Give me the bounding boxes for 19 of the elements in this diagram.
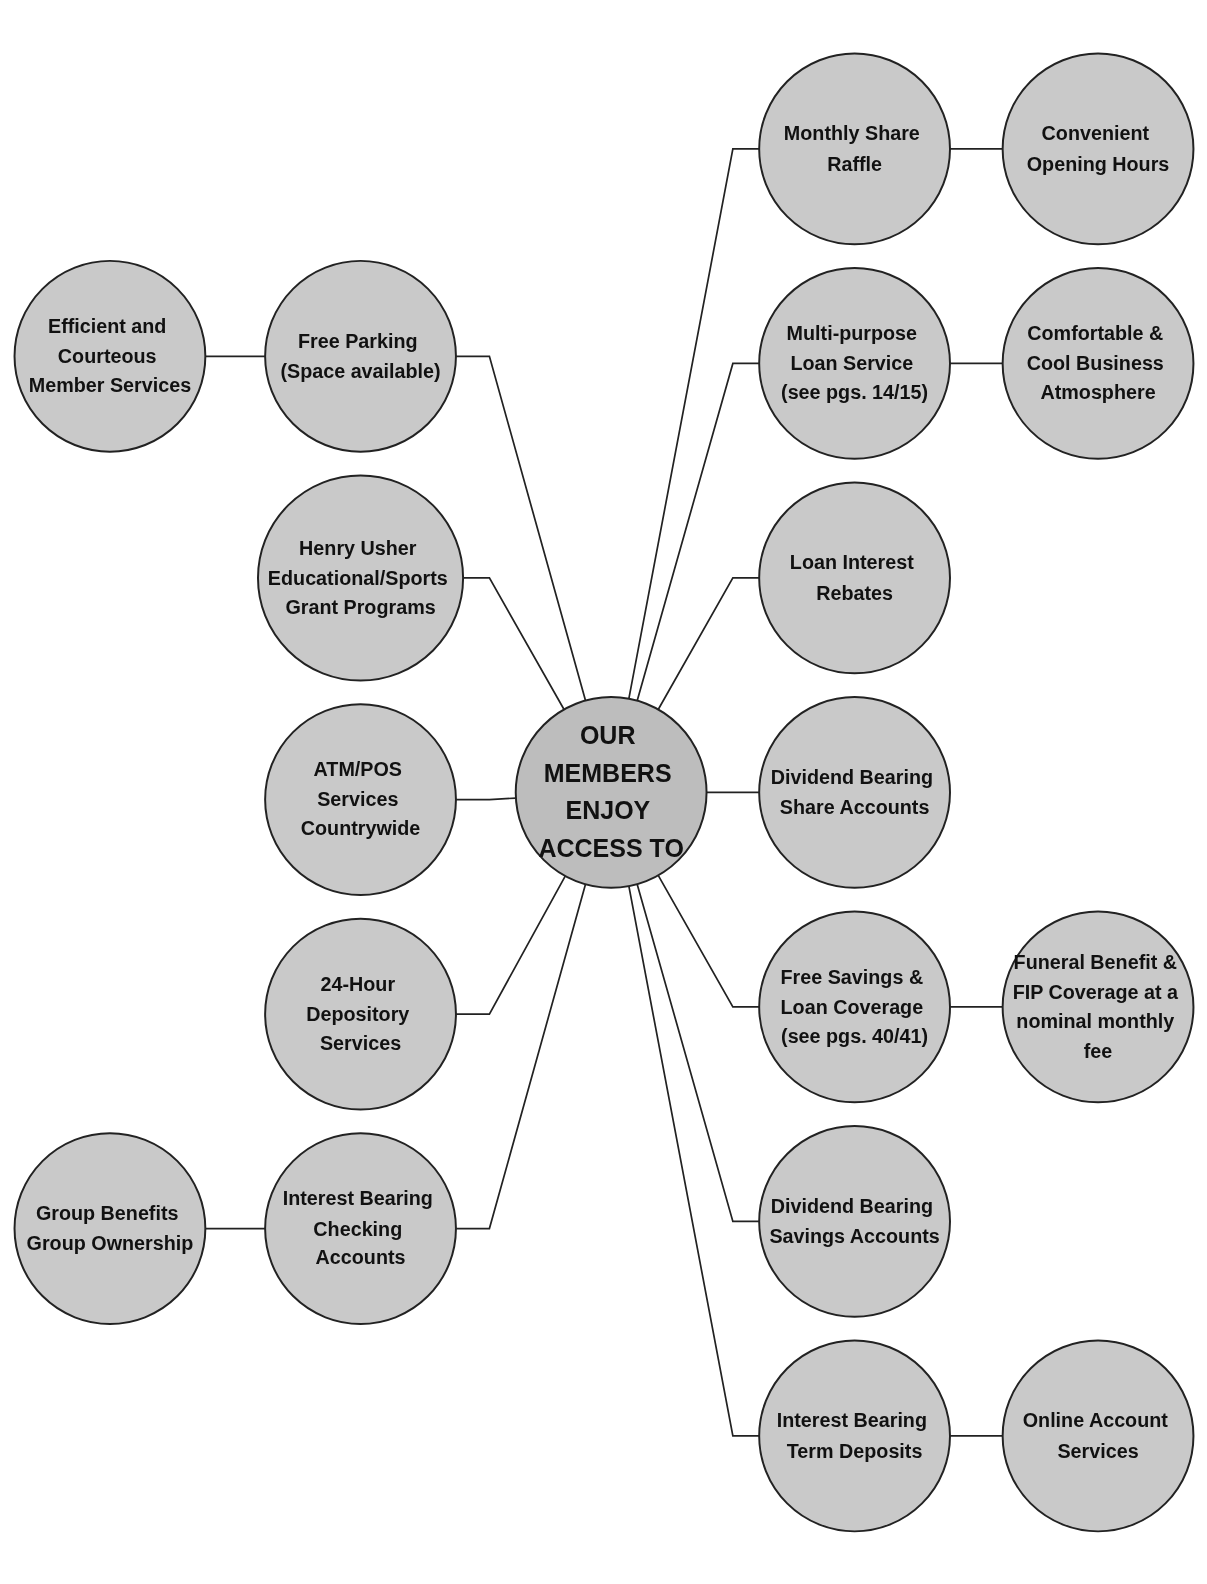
node-circle: Interest Bearing Term Deposits [757,1339,951,1532]
node-circle: Funeral Benefit & FIP Coverage at a nominal monthly fee [1001,910,1194,1103]
node-circle: Online Account Services [1001,1339,1194,1532]
node-circle: Convenient Opening Hours [1001,52,1194,245]
node-circle: Comfortable & Cool Business Atmosphere [1001,266,1194,460]
node-circle: ATM/POS Services Countrywide [263,702,457,896]
node-circle: Henry Usher Educational/Sports Grant Programs [256,473,464,682]
node-circle: Free Parking (Space available) [263,259,457,453]
node-circle: OUR MEMBERS ENJOY ACCESS TO [514,695,708,889]
node-circle: Monthly Share Raffle [757,52,951,245]
node-circle: Interest Bearing Checking Accounts [263,1131,457,1325]
node-circle: Group Benefits Group Ownership [13,1131,206,1325]
node-circle: Efficient and Courteous Member Services [13,259,206,453]
node-circle: Dividend Bearing Savings Accounts [757,1124,951,1318]
node-circle: 24-Hour Depository Services [263,917,457,1111]
node-circle: Dividend Bearing Share Accounts [757,695,951,889]
node-circle: Free Savings & Loan Coverage (see pgs. 40/41) [757,910,951,1103]
node-circle: Loan Interest Rebates [757,481,951,674]
node-circle: Multi-purpose Loan Service (see pgs. 14/15) [757,266,951,460]
